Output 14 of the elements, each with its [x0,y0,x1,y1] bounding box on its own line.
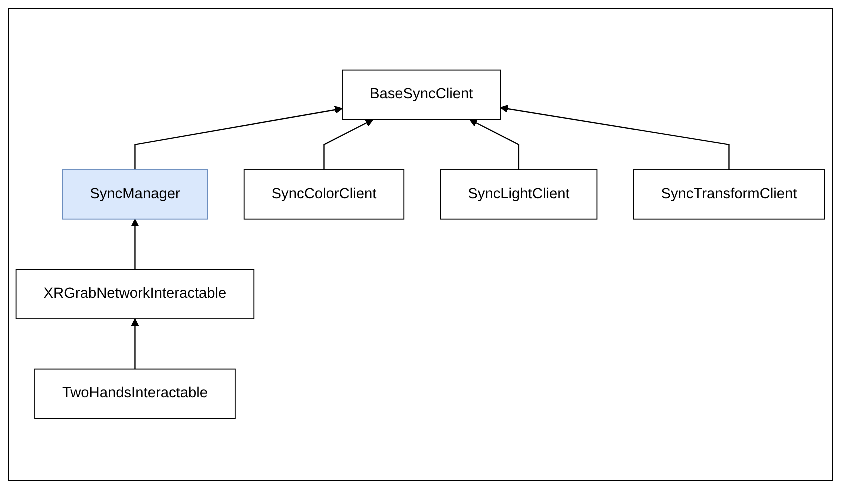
arrow [134,106,343,170]
node-box [62,170,208,220]
node-box [34,368,236,420]
node-box [244,170,405,220]
node-box [633,170,826,220]
arrow [500,105,730,170]
node-box [440,170,598,220]
arrow [469,119,520,170]
arrow [131,318,140,370]
node-box [16,269,255,320]
class-diagram: SyncManager BaseSyncClient XRGrabNetworkInteractable TwoHandsInteractable SyncColorClient SyncLightClient SyncTransformClient [9,9,832,480]
arrow [324,119,374,170]
arrow [131,219,140,270]
node-box [342,70,502,120]
